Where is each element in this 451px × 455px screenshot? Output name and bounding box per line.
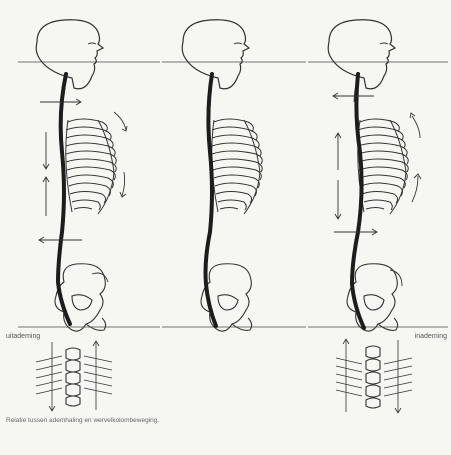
arrows-exhale bbox=[39, 99, 127, 282]
inhale-label: inademing bbox=[415, 333, 447, 340]
vertebra-detail-inhale bbox=[336, 339, 412, 413]
figure-caption: Relatie tussen ademhaling en wervelkolom… bbox=[6, 417, 159, 424]
figure-neutral bbox=[182, 20, 262, 331]
arrows-inhale bbox=[333, 93, 421, 286]
reference-lines bbox=[18, 62, 448, 327]
figure-exhale bbox=[36, 20, 127, 331]
spine-exhale bbox=[58, 74, 70, 324]
spine-inhale bbox=[352, 74, 364, 328]
exhale-label: uitademing bbox=[6, 333, 40, 340]
vertebra-detail-exhale bbox=[36, 341, 112, 411]
figure-inhale bbox=[328, 20, 421, 331]
spine-neutral bbox=[206, 74, 217, 326]
